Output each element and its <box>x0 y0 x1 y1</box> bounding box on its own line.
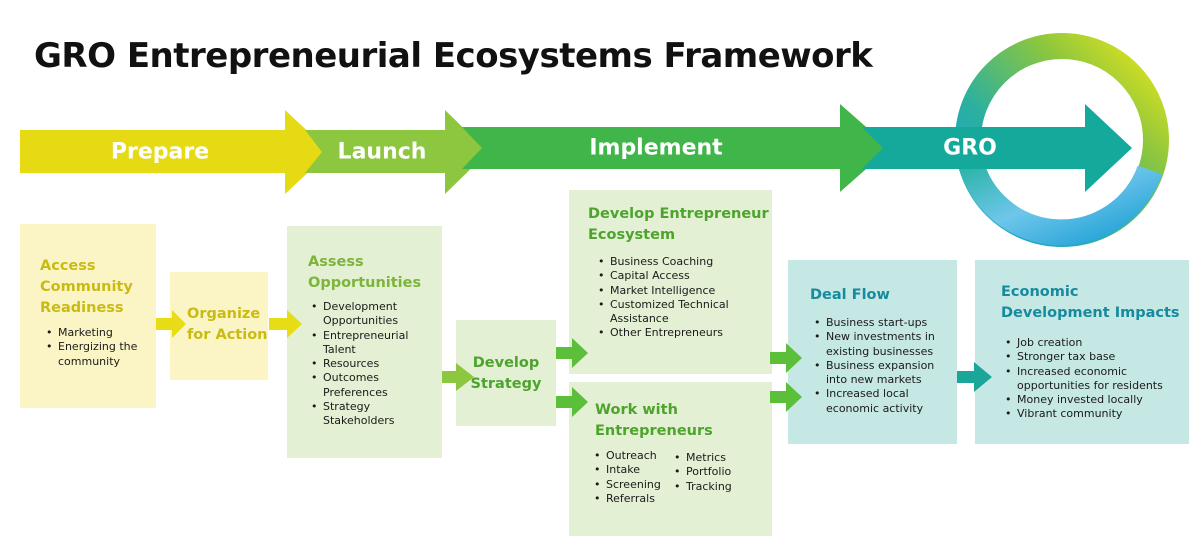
list-item: Screening <box>594 478 661 493</box>
work-with-list-right: Metrics Portfolio Tracking <box>672 451 732 494</box>
list-item: Referrals <box>594 492 661 507</box>
deal-flow-list: Business start-ups New investments in ex… <box>812 316 935 416</box>
list-item: Capital Access <box>598 269 729 284</box>
list-item: Outcomes Preferences <box>311 371 408 400</box>
develop-ecosystem-box: Develop Entrepreneur Ecosystem Business … <box>569 190 772 374</box>
list-item: Other Entrepreneurs <box>598 326 729 341</box>
arrow-assess-strategy <box>442 363 474 391</box>
list-item: Outreach <box>594 449 661 464</box>
phase-arrow-band <box>20 104 1132 194</box>
list-item: Tracking <box>674 480 732 495</box>
list-item: Increased economic opportunities for res… <box>1005 365 1163 394</box>
list-item: Intake <box>594 463 661 478</box>
develop-strategy-box: Develop Strategy <box>456 320 556 426</box>
assess-opportunities-box: Assess Opportunities Development Opportu… <box>287 226 442 458</box>
access-community-readiness-box: Access Community Readiness Marketing Ene… <box>20 224 156 408</box>
list-item: Energizing the community <box>46 340 137 369</box>
economic-title: Economic Development Impacts <box>1001 284 1180 321</box>
arrow-access-organize <box>156 310 186 338</box>
develop-strategy-title: Develop Strategy <box>470 355 542 392</box>
work-with-entrepreneurs-box: Work with Entrepreneurs Outreach Intake … <box>569 382 772 536</box>
phase-launch-label: Launch <box>337 139 427 165</box>
prepare-arrow <box>20 110 330 194</box>
gro-arrow <box>862 104 1132 192</box>
access-title: Access Community Readiness <box>40 258 133 316</box>
list-item: Metrics <box>674 451 732 466</box>
arrow-organize-assess <box>269 310 302 338</box>
arrow-ecosystem-dealflow <box>770 343 802 373</box>
list-item: Business expansion into new markets <box>814 359 935 388</box>
assess-title: Assess Opportunities <box>308 254 422 291</box>
list-item: Money invested locally <box>1005 393 1163 408</box>
develop-strategy-box-bg <box>456 320 556 426</box>
deal-flow-box: Deal Flow Business start-ups New investm… <box>788 260 957 444</box>
list-item: Business Coaching <box>598 255 729 270</box>
list-item: Portfolio <box>674 465 732 480</box>
work-with-list-left: Outreach Intake Screening Referrals <box>592 449 661 506</box>
develop-ecosystem-list: Business Coaching Capital Access Market … <box>596 255 729 341</box>
list-item: Increased local economic activity <box>814 387 935 416</box>
launch-arrow <box>305 110 488 194</box>
implement-arrow <box>462 104 890 192</box>
phase-implement-label: Implement <box>589 135 723 161</box>
arrow-strategy-work <box>556 387 588 417</box>
page-title: GRO Entrepreneurial Ecosystems Framework <box>34 36 873 76</box>
assess-list: Development Opportunities Entrepreneuria… <box>309 300 408 429</box>
list-item: Business start-ups <box>814 316 935 331</box>
list-item: Entrepreneurial Talent <box>311 329 408 358</box>
economic-impacts-box: Economic Development Impacts Job creatio… <box>975 260 1189 444</box>
phase-gro-label: GRO <box>943 135 997 161</box>
work-with-box-bg <box>569 382 772 536</box>
access-box-bg <box>20 224 156 408</box>
access-list: Marketing Energizing the community <box>44 326 137 369</box>
list-item: Vibrant community <box>1005 407 1163 422</box>
list-item: Job creation <box>1005 336 1163 351</box>
arrow-work-dealflow <box>770 382 802 412</box>
organize-title: Organize for Action <box>187 306 268 343</box>
arrow-dealflow-economic <box>957 362 992 392</box>
deal-flow-title: Deal Flow <box>810 287 890 303</box>
list-item: Strategy Stakeholders <box>311 400 408 429</box>
organize-box-bg <box>170 272 268 380</box>
list-item: Resources <box>311 357 408 372</box>
develop-ecosystem-title: Develop Entrepreneur Ecosystem <box>588 206 769 243</box>
arrow-strategy-ecosystem <box>556 338 588 368</box>
list-item: Marketing <box>46 326 137 341</box>
list-item: Customized Technical Assistance <box>598 298 729 327</box>
phase-prepare-label: Prepare <box>110 139 210 165</box>
list-item: New investments in existing businesses <box>814 330 935 359</box>
work-with-title: Work with Entrepreneurs <box>595 402 713 439</box>
list-item: Market Intelligence <box>598 284 729 299</box>
list-item: Stronger tax base <box>1005 350 1163 365</box>
organize-for-action-box: Organize for Action <box>170 272 268 380</box>
economic-list: Job creation Stronger tax base Increased… <box>1003 336 1163 422</box>
connector-arrows <box>156 310 992 417</box>
list-item: Development Opportunities <box>311 300 408 329</box>
